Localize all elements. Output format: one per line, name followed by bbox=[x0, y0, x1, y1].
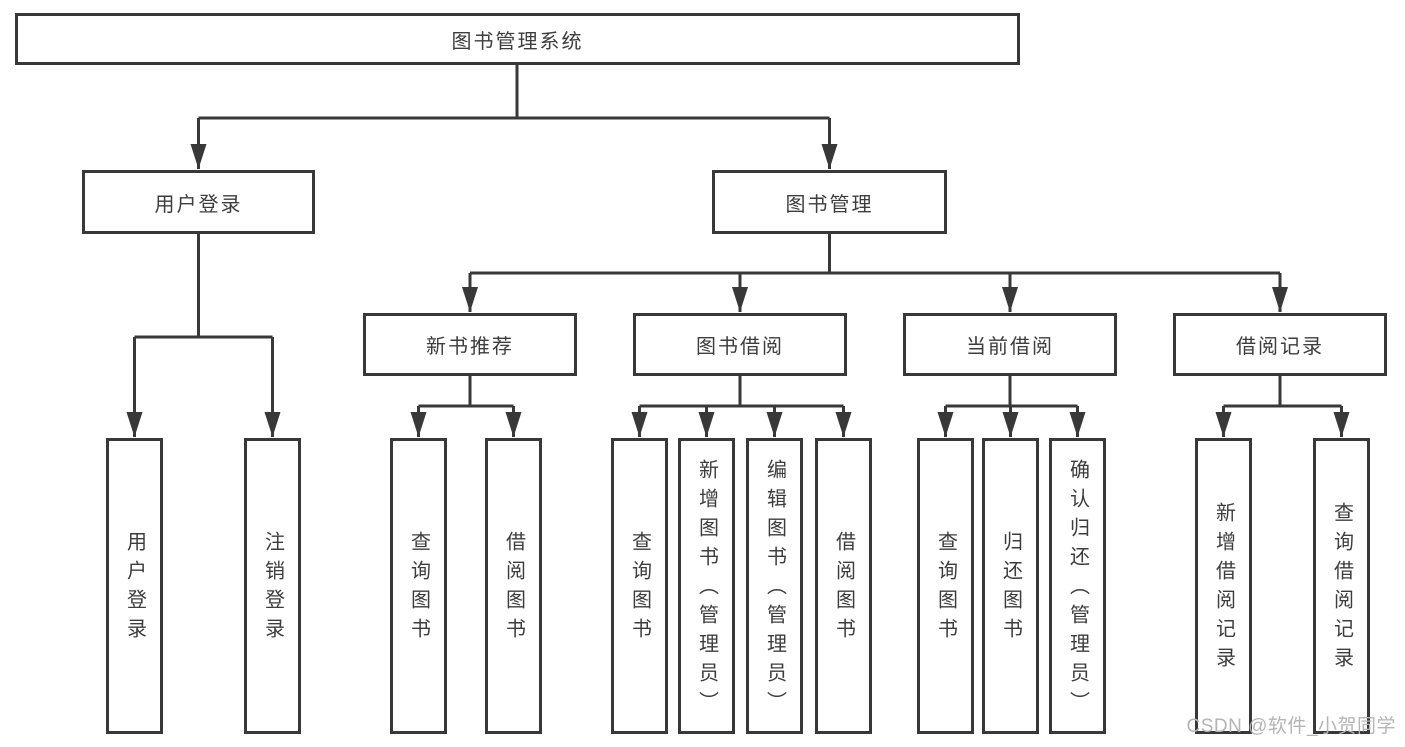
leaf-search-book-recommend: 查询图书 bbox=[390, 438, 447, 734]
leaf-search-borrow-record: 查询借阅记录 bbox=[1313, 438, 1370, 734]
leaf-add-borrow-record: 新增借阅记录 bbox=[1195, 438, 1252, 734]
leaf-user-login: 用户登录 bbox=[106, 438, 163, 734]
node-current-borrow: 当前借阅 bbox=[903, 313, 1117, 376]
node-user-login: 用户登录 bbox=[82, 170, 315, 234]
node-root: 图书管理系统 bbox=[15, 13, 1020, 65]
leaf-search-book-borrow: 查询图书 bbox=[611, 438, 668, 734]
leaf-edit-book-admin: 编辑图书（管理员） bbox=[746, 438, 803, 734]
leaf-logout: 注销登录 bbox=[244, 438, 301, 734]
leaf-borrow-book: 借阅图书 bbox=[815, 438, 872, 734]
leaf-add-book-admin: 新增图书（管理员） bbox=[678, 438, 735, 734]
node-new-book-recommend: 新书推荐 bbox=[363, 313, 577, 376]
node-borrow-records: 借阅记录 bbox=[1173, 313, 1387, 376]
leaf-return-book: 归还图书 bbox=[982, 438, 1039, 734]
node-book-borrow: 图书借阅 bbox=[633, 313, 847, 376]
node-book-management: 图书管理 bbox=[712, 170, 947, 234]
leaf-borrow-book-recommend: 借阅图书 bbox=[485, 438, 542, 734]
leaf-confirm-return-admin: 确认归还（管理员） bbox=[1049, 438, 1106, 734]
watermark: CSDN @软件_小贺同学 bbox=[1186, 716, 1396, 737]
leaf-search-book-current: 查询图书 bbox=[917, 438, 974, 734]
